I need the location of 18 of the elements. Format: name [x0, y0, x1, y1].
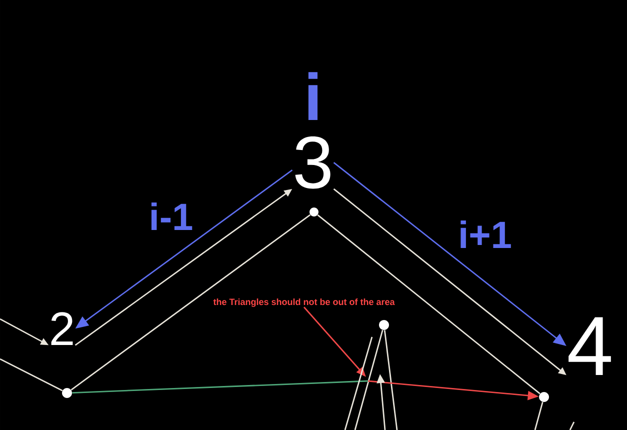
vertex-dot	[379, 320, 389, 330]
index-letter: i	[308, 72, 318, 120]
edge-label: i-1	[148, 201, 194, 231]
number-label: 2	[51, 312, 73, 345]
number-label: 4	[568, 317, 611, 375]
vertex-dot	[310, 208, 318, 216]
vertex-dot	[62, 388, 72, 398]
line	[70, 214, 311, 390]
edge-label: i+1	[457, 219, 513, 249]
line	[534, 402, 544, 430]
line	[384, 330, 398, 430]
line	[354, 330, 384, 430]
note-text: the Triangles should not be out of the area	[213, 298, 395, 307]
vertex-dot	[539, 392, 549, 402]
line	[317, 214, 540, 394]
line	[0, 358, 63, 392]
line	[72, 380, 368, 394]
number-label: 3	[295, 136, 330, 189]
